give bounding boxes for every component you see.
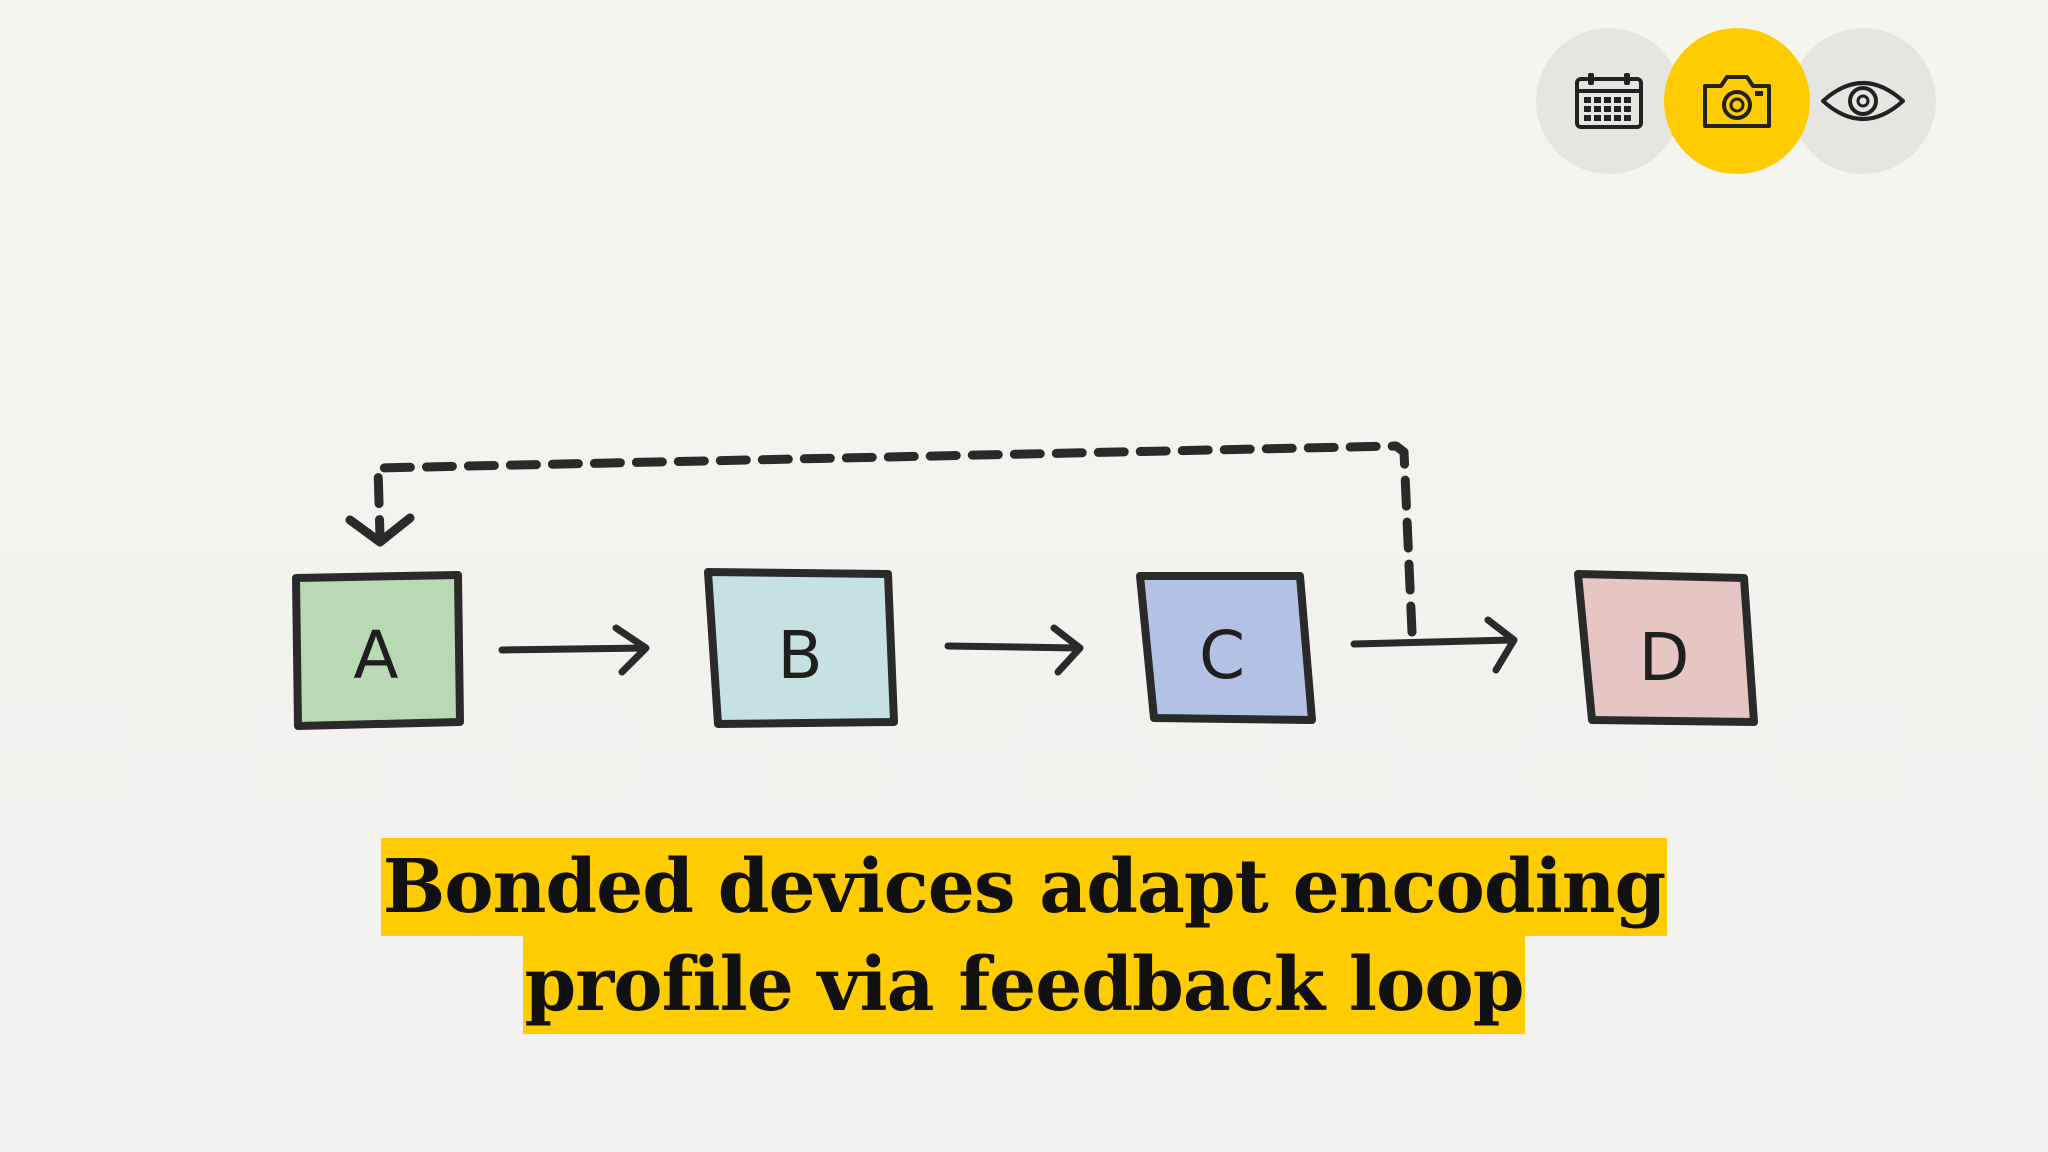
arrow-a-to-b [498, 624, 650, 676]
node-a-label: A [353, 617, 398, 694]
camera-button[interactable] [1664, 28, 1810, 174]
node-b: B [704, 568, 898, 728]
node-b-label: B [777, 617, 822, 694]
caption-line-2: profile via feedback loop [522, 936, 1526, 1034]
media-toolbar [1536, 28, 1936, 178]
node-c-label: C [1199, 617, 1245, 694]
caption-line-1: Bonded devices adapt encoding [380, 838, 1668, 936]
node-c: C [1136, 572, 1316, 724]
arrow-c-to-d [1350, 616, 1518, 674]
feedback-loop-arrow [345, 441, 1417, 637]
eye-icon [1821, 81, 1905, 121]
node-d-label: D [1639, 619, 1690, 696]
node-a: A [292, 571, 464, 730]
calendar-button[interactable] [1536, 28, 1682, 174]
calendar-icon [1575, 73, 1643, 129]
arrow-b-to-c [944, 624, 1084, 676]
caption: Bonded devices adapt encoding profile vi… [0, 838, 2048, 1034]
node-d: D [1574, 570, 1758, 726]
camera-icon [1703, 75, 1771, 128]
eye-button[interactable] [1790, 28, 1936, 174]
